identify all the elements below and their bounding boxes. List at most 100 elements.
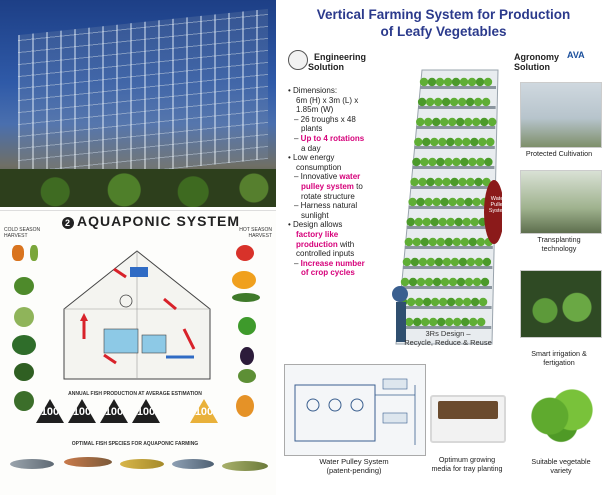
smart-irrigation-photo [520, 270, 602, 338]
green-pepper-icon [238, 317, 256, 335]
rack-plant [457, 97, 467, 107]
rack-plant [462, 297, 472, 307]
rack-plant [449, 97, 459, 107]
rack-plant [430, 217, 439, 227]
rack-plant [420, 237, 429, 247]
soil [438, 401, 498, 419]
rack-trough [414, 146, 495, 149]
rack-plant [429, 317, 438, 327]
broccoli-icon [12, 335, 36, 355]
rack-plant [422, 297, 432, 307]
rack-plant [446, 137, 455, 147]
rack-plant [416, 197, 425, 207]
rack-plant [443, 77, 453, 87]
rack-plant [413, 317, 422, 327]
rack-plant [488, 117, 497, 127]
lettuce-icon [14, 277, 34, 295]
rack-plant [464, 117, 473, 127]
caption-water-pulley: Water Pulley System (patent-pending) [319, 457, 389, 475]
rack-trough [416, 126, 496, 129]
rack-plant [461, 317, 470, 327]
rack-plant [418, 257, 428, 267]
caption-protected: Protected Cultivation [525, 149, 593, 158]
rack-plant [451, 77, 461, 87]
count-2: 100 [68, 399, 96, 423]
rack-plant [462, 137, 471, 147]
rack-plant [472, 197, 481, 207]
rack-plant [454, 297, 464, 307]
rack-plant [414, 217, 423, 227]
orange-pepper-icon [232, 271, 256, 289]
rack-plant [464, 277, 474, 287]
fish-icon-3 [120, 459, 164, 469]
rack-plant [424, 277, 434, 287]
rack-plant [438, 217, 447, 227]
rack-plant [434, 257, 444, 267]
rack-trough [399, 306, 492, 309]
production-section-title: ANNUAL FISH PRODUCTION AT AVERAGE ESTIMA… [68, 391, 202, 397]
count-4: 100 [132, 399, 160, 423]
rack-plant [454, 217, 463, 227]
hot-season-header: HOT SEASON HARVEST [239, 227, 272, 239]
rack-plant [452, 157, 461, 167]
rack-plant [432, 197, 441, 207]
rack-plant [480, 277, 490, 287]
rack-plant [432, 117, 441, 127]
rack-plant [400, 277, 410, 287]
rack-plant [459, 77, 469, 87]
rack-trough [404, 246, 493, 249]
rack-plant [466, 177, 475, 187]
rack-trough [408, 206, 494, 209]
rack-plant [476, 237, 485, 247]
vertical-rack-illustration [392, 69, 502, 345]
rack-plant [430, 137, 439, 147]
rack-plant [424, 197, 433, 207]
shrubs [0, 169, 276, 207]
rack-plant [412, 237, 421, 247]
rack-plant [446, 297, 456, 307]
rack-trough [412, 166, 495, 169]
rack-trough [420, 86, 496, 89]
rack-plant [440, 117, 449, 127]
rack-trough [410, 186, 494, 189]
rack-plant [481, 97, 491, 107]
rack-plant [446, 217, 455, 227]
rack-plant [441, 97, 451, 107]
rack-trough [402, 266, 493, 269]
rack-plant [452, 237, 461, 247]
rack-plant [422, 217, 431, 227]
aquaponic-diagram [63, 250, 211, 380]
rack-plant [476, 157, 485, 167]
rack-plant [437, 317, 446, 327]
tomato-icon [236, 245, 254, 261]
rack-plant [483, 77, 493, 87]
rack-plant [453, 317, 462, 327]
rack-plant [402, 257, 412, 267]
water-pulley-vertical-label: Water Pulley System [488, 196, 508, 214]
rack-plant [442, 177, 451, 187]
rack-plant [456, 117, 465, 127]
count-1: 100 [36, 399, 64, 423]
rack-plant [442, 257, 452, 267]
leek-icon [30, 245, 38, 261]
rack-plant [456, 197, 465, 207]
count-3: 100 [100, 399, 128, 423]
rack-plant [450, 257, 460, 267]
kale-icon [14, 391, 34, 411]
cucumber-icon [232, 293, 260, 302]
rack-plant [433, 97, 443, 107]
rack-plant [473, 97, 483, 107]
okra-icon [238, 369, 256, 383]
rack-plant [444, 157, 453, 167]
rack-plant [410, 257, 420, 267]
ava-logo-icon: AVA [567, 50, 585, 60]
rack-plant [408, 197, 417, 207]
rack-plant [435, 77, 445, 87]
rack-plant [468, 157, 477, 167]
rack-plant [416, 277, 426, 287]
rack-plant [438, 297, 448, 307]
rack-plant [475, 77, 485, 87]
cold-season-header: COLD SEASON HARVEST [4, 227, 41, 239]
poster-title: Vertical Farming System for Production o… [316, 7, 571, 39]
rack-plant [448, 117, 457, 127]
